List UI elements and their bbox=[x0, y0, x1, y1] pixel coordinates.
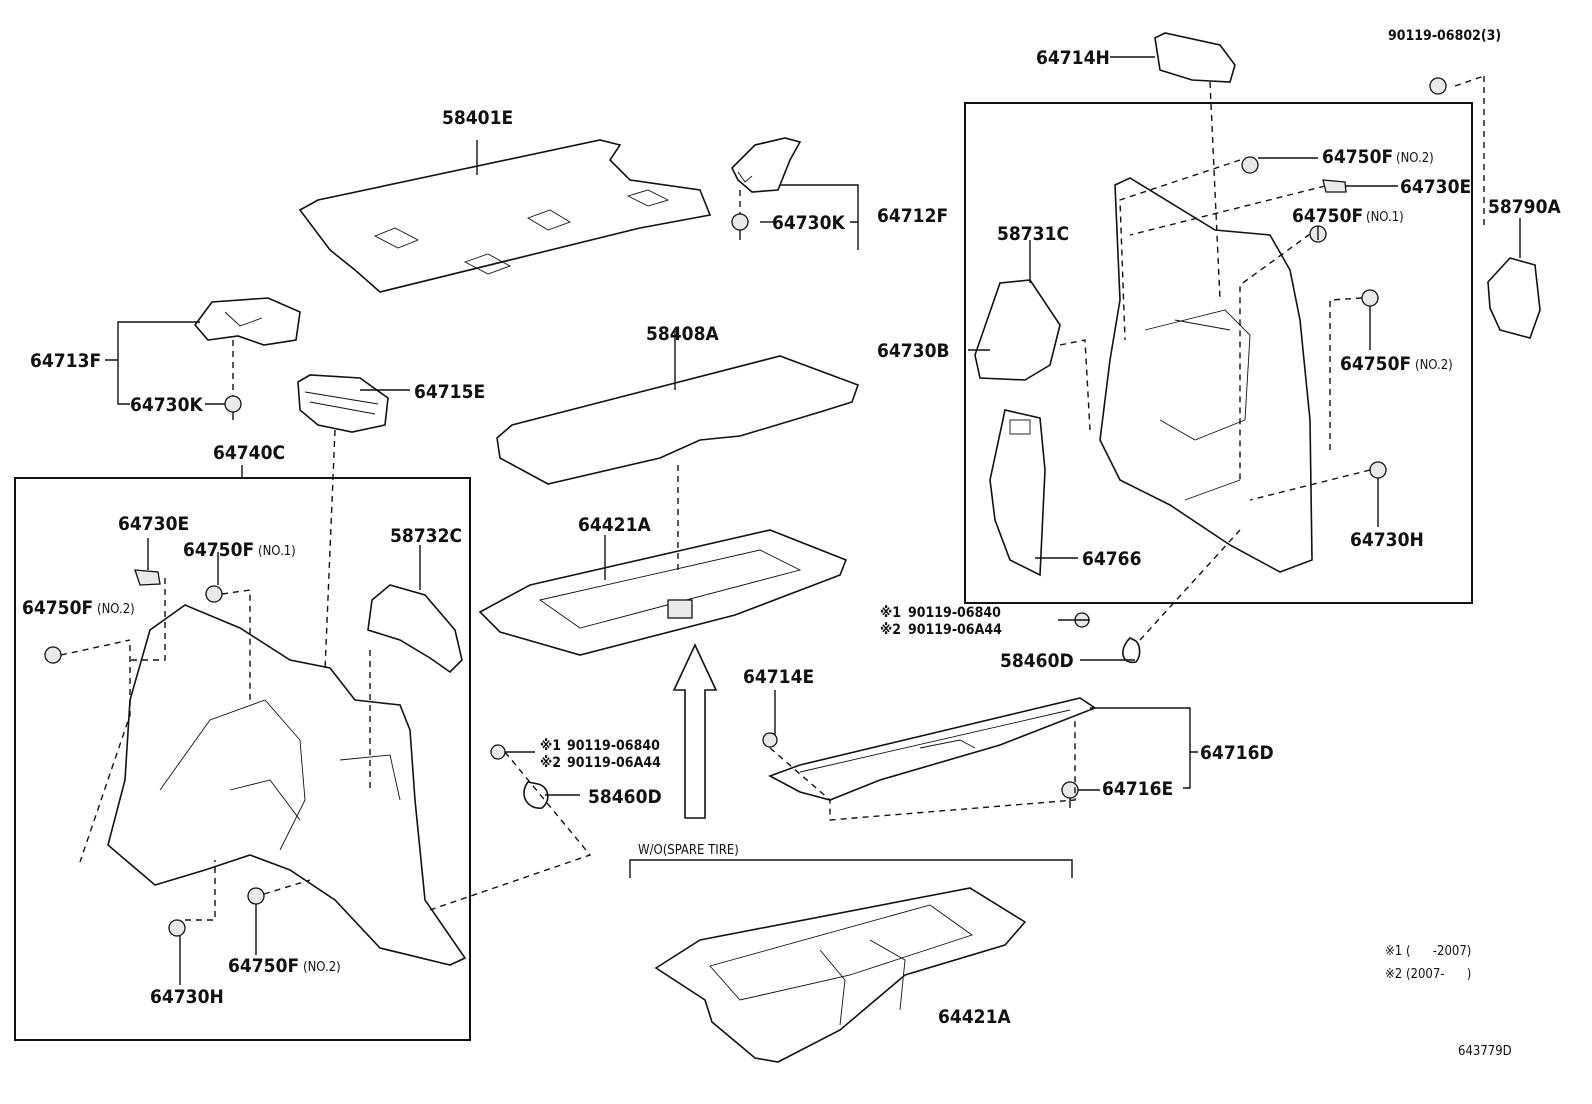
part-64421a-lower-drawing bbox=[654, 887, 1027, 1063]
part-64716d-drawing bbox=[768, 697, 1097, 801]
label-64750f-no1-right: 64750F bbox=[1292, 205, 1363, 227]
part-64714e-drawing bbox=[762, 732, 778, 748]
diagram-id: 643779D bbox=[1458, 1044, 1512, 1059]
part-58408a-drawing bbox=[496, 355, 860, 485]
label-90119-06840-right: 90119-06840 bbox=[908, 605, 1001, 621]
part-64716e-drawing bbox=[1061, 781, 1079, 808]
label-no2-r1: (NO.2) bbox=[1396, 151, 1434, 166]
label-64730e-right: 64730E bbox=[1400, 176, 1471, 198]
label-64766: 64766 bbox=[1082, 548, 1141, 570]
label-64716e: 64716E bbox=[1102, 778, 1173, 800]
part-labels: 58401E 64712F 64730K 64713F 64730K 64715… bbox=[22, 28, 1561, 1059]
footnote-1: ※1 ( -2007) bbox=[1385, 944, 1471, 959]
label-64716d: 64716D bbox=[1200, 742, 1274, 764]
label-mark2-right: ※2 bbox=[880, 622, 901, 638]
label-64740c: 64740C bbox=[213, 442, 285, 464]
frame-64730b-group bbox=[964, 102, 1473, 604]
label-58732c: 58732C bbox=[390, 525, 462, 547]
label-58401e: 58401E bbox=[442, 107, 513, 129]
label-64730h-right: 64730H bbox=[1350, 529, 1424, 551]
label-64750f-no2-left: 64750F bbox=[22, 597, 93, 619]
label-64730e-left: 64730E bbox=[118, 513, 189, 535]
label-64750f-no2-r1: 64750F bbox=[1322, 146, 1393, 168]
leader-lines bbox=[105, 56, 1521, 985]
label-90119-06840-mid: 90119-06840 bbox=[567, 738, 660, 754]
label-58408a: 58408A bbox=[646, 323, 719, 345]
label-64714h: 64714H bbox=[1036, 47, 1110, 69]
part-64712f-drawing bbox=[731, 137, 802, 193]
part-58790a-drawing bbox=[1487, 257, 1541, 339]
label-mark1-mid: ※1 bbox=[540, 738, 561, 754]
part-64715e-drawing bbox=[297, 374, 389, 433]
label-58731c: 58731C bbox=[997, 223, 1069, 245]
label-64714e: 64714E bbox=[743, 666, 814, 688]
part-58401e-drawing bbox=[298, 139, 712, 293]
label-wo-spare-tire: W/O(SPARE TIRE) bbox=[638, 843, 739, 858]
label-90119-06a44-right: 90119-06A44 bbox=[908, 622, 1002, 638]
label-64730k-top: 64730K bbox=[772, 212, 845, 234]
footnote-2: ※2 (2007- ) bbox=[1385, 967, 1471, 982]
label-mark1-right: ※1 bbox=[880, 605, 901, 621]
dashed-connectors bbox=[60, 75, 1485, 921]
label-no2-r2: (NO.2) bbox=[1415, 358, 1453, 373]
label-no2-bottom: (NO.2) bbox=[303, 960, 341, 975]
part-64713f-drawing bbox=[193, 297, 301, 346]
label-no1-right: (NO.1) bbox=[1366, 210, 1404, 225]
label-58790a: 58790A bbox=[1488, 196, 1561, 218]
label-64713f: 64713F bbox=[30, 350, 101, 372]
label-58460d-mid: 58460D bbox=[588, 786, 662, 808]
part-64730k-left-drawing bbox=[224, 395, 242, 420]
label-58460d-right: 58460D bbox=[1000, 650, 1074, 672]
label-90119-06802: 90119-06802(3) bbox=[1388, 28, 1501, 44]
part-64730k-top-drawing bbox=[731, 213, 749, 240]
label-64421a-upper: 64421A bbox=[578, 514, 651, 536]
label-64730k-left: 64730K bbox=[130, 394, 203, 416]
part-64740c-drawing bbox=[107, 604, 467, 966]
part-left-clips-drawing bbox=[44, 569, 549, 937]
label-64750f-no1-left: 64750F bbox=[183, 539, 254, 561]
label-64730h-left: 64730H bbox=[150, 986, 224, 1008]
part-64714h-drawing bbox=[1154, 32, 1236, 83]
part-64421a-upper-drawing bbox=[478, 529, 848, 656]
part-64766-drawing bbox=[989, 409, 1046, 577]
label-mark2-mid: ※2 bbox=[540, 755, 561, 771]
upward-arrow bbox=[672, 643, 718, 819]
label-64715e: 64715E bbox=[414, 381, 485, 403]
part-64730b-drawing bbox=[1099, 177, 1313, 573]
bracket-wo-spare-tire bbox=[629, 859, 1073, 878]
part-58731c-drawing bbox=[974, 279, 1061, 381]
label-64750f-no2-r2: 64750F bbox=[1340, 353, 1411, 375]
label-no2-left: (NO.2) bbox=[97, 602, 135, 617]
part-58732c-drawing bbox=[367, 584, 463, 674]
label-64421a-lower: 64421A bbox=[938, 1006, 1011, 1028]
label-64712f: 64712F bbox=[877, 205, 948, 227]
label-64750f-no2-bottom: 64750F bbox=[228, 955, 299, 977]
label-no1-left: (NO.1) bbox=[258, 544, 296, 559]
label-90119-06a44-mid: 90119-06A44 bbox=[567, 755, 661, 771]
label-64730b: 64730B bbox=[877, 340, 950, 362]
